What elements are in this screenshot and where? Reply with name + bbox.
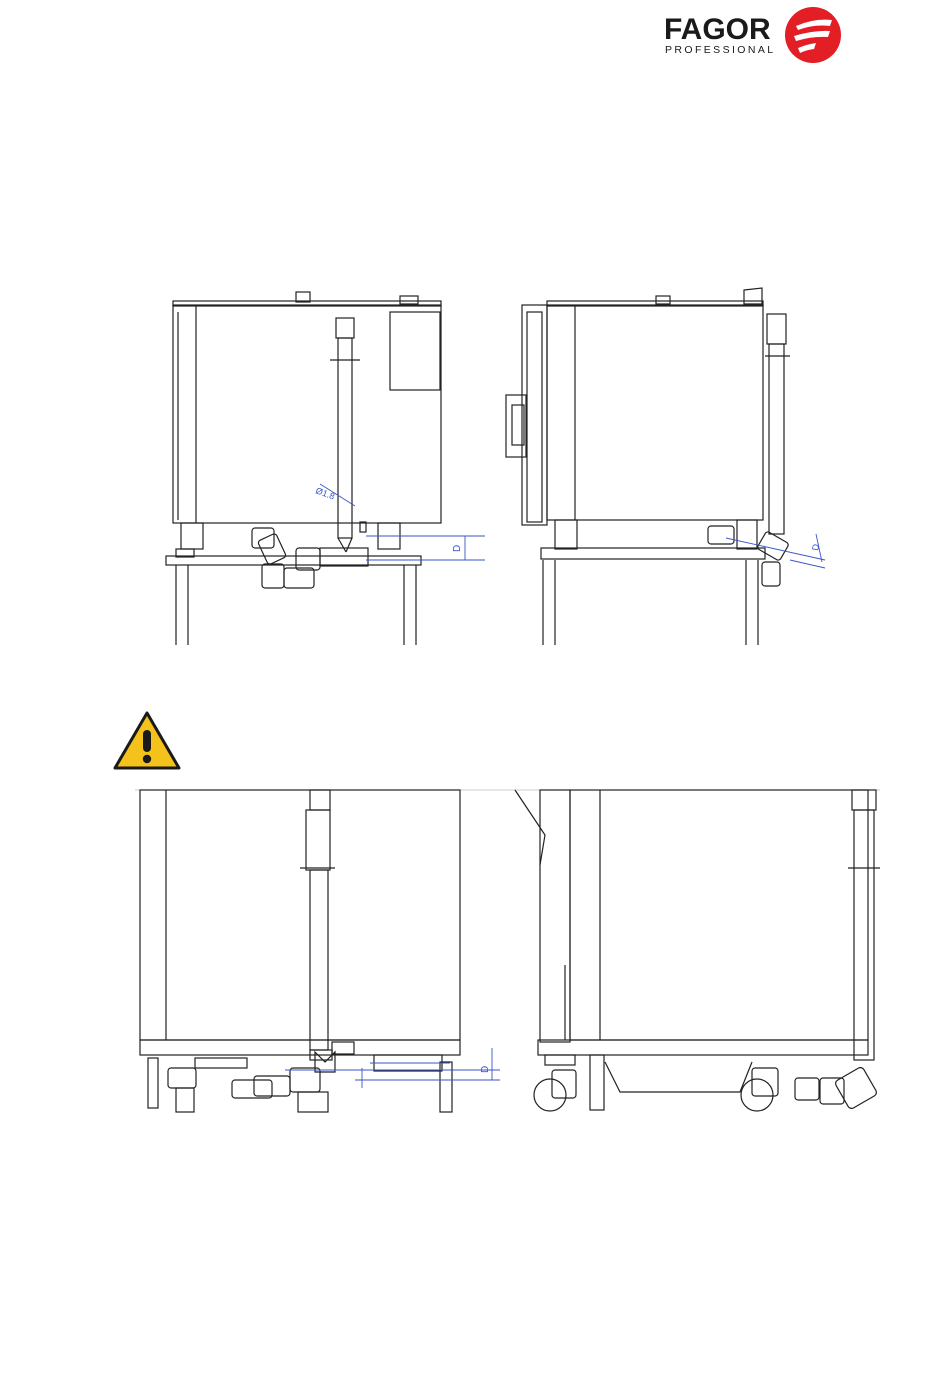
top-right-oven-view <box>506 288 790 645</box>
top-left-slope-label: Ø1.8 <box>314 485 336 501</box>
bottom-right-oven-view <box>515 790 880 1111</box>
top-installation-diagram: Ø1.8 D D <box>0 0 950 660</box>
top-left-dim-label: D <box>452 545 463 552</box>
bottom-left-oven-view <box>140 790 460 1112</box>
top-left-oven-view <box>166 292 441 645</box>
top-right-dim-label: D <box>810 543 821 552</box>
bottom-installation-diagram: D <box>0 780 950 1130</box>
warning-triangle-icon <box>112 710 182 772</box>
bottom-left-dim-label: D <box>480 1066 491 1073</box>
